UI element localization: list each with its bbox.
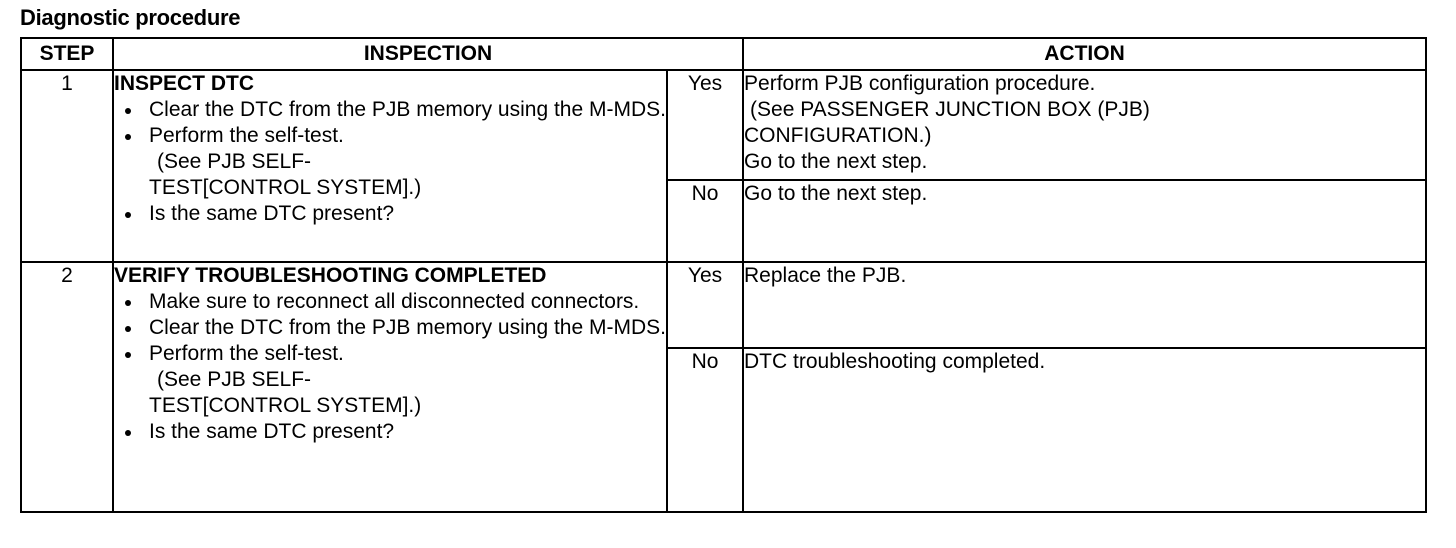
- no-label: No: [665, 347, 745, 513]
- bullet-icon: [125, 300, 131, 306]
- action-cell: DTC troubleshooting completed.: [742, 347, 1428, 513]
- bullet-icon: [125, 134, 131, 140]
- action-cell: Replace the PJB.: [742, 261, 1428, 349]
- see-reference: (See PJB SELF-: [157, 150, 312, 173]
- inspection-list: Make sure to reconnect all disconnected …: [114, 289, 666, 445]
- yes-label: Yes: [665, 261, 745, 349]
- list-item: Clear the DTC from the PJB memory using …: [114, 315, 666, 341]
- page-title: Diagnostic procedure: [20, 5, 241, 30]
- list-item: Perform the self-test. (See PJB SELF- TE…: [114, 341, 666, 419]
- list-item: Is the same DTC present?: [114, 201, 666, 227]
- bullet-icon: [125, 352, 131, 358]
- list-item: Make sure to reconnect all disconnected …: [114, 289, 666, 315]
- table-row: No DTC troubleshooting completed.: [21, 347, 1428, 513]
- inspection-title: INSPECT DTC: [114, 72, 255, 95]
- bullet-icon: [125, 212, 131, 218]
- list-item: Perform the self-test. (See PJB SELF- TE…: [114, 123, 666, 201]
- table-row: No Go to the next step.: [21, 179, 1428, 263]
- action-cell: Go to the next step.: [742, 179, 1428, 263]
- see-reference: (See PJB SELF-: [157, 368, 312, 391]
- yes-label: Yes: [665, 69, 745, 181]
- header-inspection: INSPECTION: [111, 37, 745, 71]
- bullet-icon: [125, 430, 131, 436]
- header-action: ACTION: [742, 37, 1428, 71]
- table-row: 2 VERIFY TROUBLESHOOTING COMPLETED Make …: [20, 261, 1428, 513]
- see-reference-cont: TEST[CONTROL SYSTEM].): [149, 176, 422, 199]
- bullet-icon: [125, 108, 131, 114]
- inspection-title: VERIFY TROUBLESHOOTING COMPLETED: [114, 264, 547, 287]
- bullet-icon: [125, 326, 131, 332]
- inspection-cell: INSPECT DTC Clear the DTC from the PJB m…: [112, 69, 668, 263]
- inspection-cell: VERIFY TROUBLESHOOTING COMPLETED Make su…: [112, 261, 668, 513]
- table-row: 1 INSPECT DTC Clear the DTC from the PJB…: [20, 69, 1428, 263]
- step-number: 1: [20, 69, 114, 263]
- list-item: Clear the DTC from the PJB memory using …: [114, 97, 666, 123]
- step-number: 2: [20, 261, 114, 513]
- diagnostic-table: STEP INSPECTION ACTION 1 INSPECT DTC Cle…: [20, 37, 1428, 513]
- no-label: No: [665, 179, 745, 263]
- see-reference-cont: TEST[CONTROL SYSTEM].): [149, 394, 422, 417]
- action-cell: Perform PJB configuration procedure. (Se…: [742, 69, 1428, 181]
- header-step: STEP: [20, 37, 114, 71]
- inspection-list: Clear the DTC from the PJB memory using …: [114, 97, 666, 227]
- table-header-row: STEP INSPECTION ACTION: [20, 37, 1428, 71]
- list-item: Is the same DTC present?: [114, 419, 666, 445]
